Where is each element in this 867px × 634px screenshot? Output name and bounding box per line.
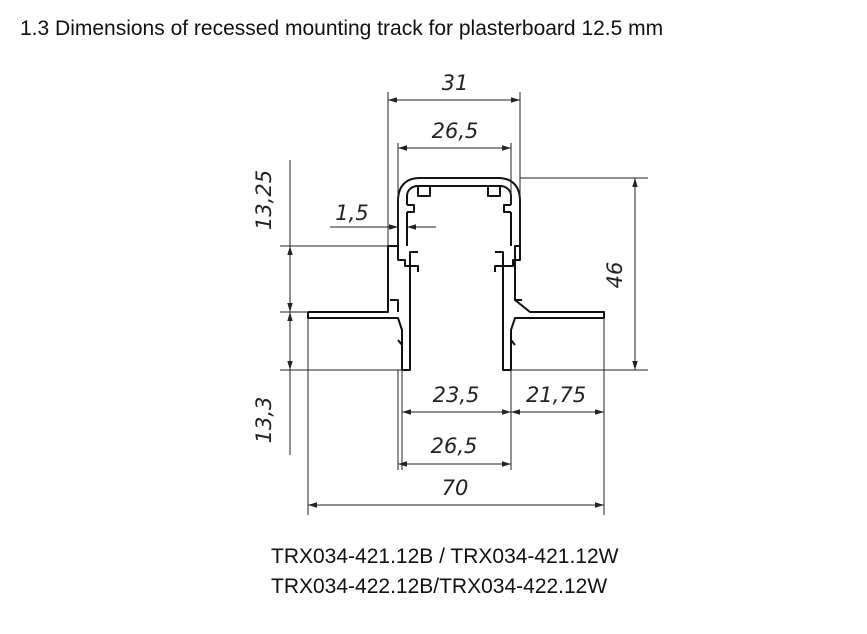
model-line-1: TRX034-421.12B / TRX034-421.12W xyxy=(271,545,619,568)
model-line-2: TRX034-422.12B/TRX034-422.12W xyxy=(271,575,608,598)
dim-top-outer-width: 31 xyxy=(442,71,469,95)
dim-bottom-opening: 23,5 xyxy=(433,383,480,407)
dimension-lines xyxy=(287,97,638,508)
dim-wall-thickness: 1,5 xyxy=(335,201,368,225)
dim-bottom-inner-width: 26,5 xyxy=(431,434,478,458)
dim-lower-height: 13,3 xyxy=(252,397,276,444)
dim-upper-height: 13,25 xyxy=(252,170,276,230)
dim-top-inner-width: 26,5 xyxy=(432,119,479,143)
dim-flange-width: 21,75 xyxy=(526,383,586,407)
track-profile xyxy=(307,177,605,371)
extension-lines xyxy=(280,92,648,515)
dim-total-height: 46 xyxy=(603,262,627,289)
dim-total-width: 70 xyxy=(442,476,469,500)
page-title: 1.3 Dimensions of recessed mounting trac… xyxy=(20,17,664,40)
model-numbers: TRX034-421.12B / TRX034-421.12W TRX034-4… xyxy=(271,542,618,602)
